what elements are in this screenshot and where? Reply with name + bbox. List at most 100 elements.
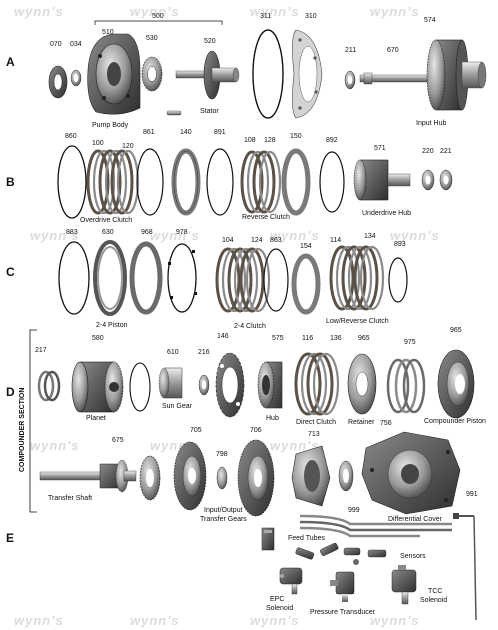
reaction-plate-140: [171, 148, 201, 216]
part-number-128: 128: [264, 137, 276, 144]
clutch-pack-2-4: [215, 247, 271, 313]
label-planet: Planet: [86, 415, 106, 422]
part-number-575: 575: [272, 335, 284, 342]
pump-gasket: [292, 29, 323, 119]
part-number-891: 891: [214, 129, 226, 136]
pump-bushing: [70, 69, 82, 87]
part-number-713: 713: [308, 431, 320, 438]
part-number-670: 670: [387, 47, 399, 54]
thrust-washer-216: [198, 374, 210, 396]
part-number-861: 861: [143, 129, 155, 136]
label-direct-clutch: Direct Clutch: [296, 419, 336, 426]
row-d-parts: 217 580 Planet 610 Sun Gear 216 146: [35, 327, 486, 523]
planet-carrier: [71, 361, 124, 413]
label-hub: Hub: [266, 415, 279, 422]
part-number-580: 580: [92, 335, 104, 342]
part-number-510: 510: [102, 29, 114, 36]
watermark-text: wynn's: [130, 4, 180, 19]
watermark-text: wynn's: [250, 613, 300, 628]
watermark-text: wynn's: [250, 4, 300, 19]
part-number-104: 104: [222, 237, 234, 244]
reverse-clutch-pack: [240, 150, 282, 214]
thrust-washers-217: [37, 370, 61, 402]
retainer: [347, 353, 377, 415]
part-number-108: 108: [244, 137, 256, 144]
part-number-863: 863: [270, 237, 282, 244]
snap-ring-893: [388, 257, 408, 303]
piston-2-4: [93, 240, 127, 316]
part-number-211: 211: [345, 47, 356, 54]
part-number-116: 116: [302, 335, 313, 342]
row-letter-b: B: [6, 175, 15, 189]
snap-ring-863: [263, 248, 289, 312]
reaction-plate-150: [281, 148, 311, 216]
transfer-shaft: [39, 459, 137, 493]
snap-ring-planet: [129, 362, 151, 412]
watermark-text: wynn's: [14, 613, 64, 628]
label-clutch-2-4: 2-4 Clutch: [234, 323, 266, 330]
bearing-cup: [139, 455, 161, 501]
part-number-070: 070: [50, 41, 62, 48]
planetary-ring: [215, 352, 245, 418]
part-number-574: 574: [424, 17, 436, 24]
snap-ring-891: [206, 148, 234, 216]
return-spring-968: [129, 241, 163, 315]
label-retainer: Retainer: [348, 419, 375, 426]
snap-ring-892: [319, 151, 345, 213]
label-compounder-piston: Compounder Piston: [424, 418, 486, 425]
label-feed-tubes: Feed Tubes: [288, 535, 325, 542]
snap-ring-978: [167, 243, 197, 313]
label-epc-line1: EPC: [270, 596, 284, 603]
part-number-216: 216: [198, 349, 210, 356]
part-number-220: 220: [422, 148, 434, 155]
row-letter-c: C: [6, 265, 15, 279]
label-tcc-line2: Solenoid: [420, 597, 447, 604]
watermark-text: wynn's: [270, 438, 320, 453]
watermark-text: wynn's: [130, 613, 180, 628]
watermark-text: wynn's: [30, 438, 80, 453]
row-letter-d: D: [6, 385, 15, 399]
underdrive-hub: [353, 159, 411, 201]
filter-stack: [261, 527, 275, 551]
part-number-311: 311: [260, 13, 271, 20]
part-number-756: 756: [380, 420, 392, 427]
label-transfer-shaft: Transfer Shaft: [48, 495, 92, 502]
part-number-114: 114: [330, 237, 341, 244]
part-number-999: 999: [348, 507, 360, 514]
part-number-705: 705: [190, 427, 202, 434]
label-reverse-clutch: Reverse Clutch: [242, 214, 290, 221]
sun-gear: [158, 367, 183, 399]
part-number-150: 150: [290, 133, 302, 140]
sensors: [295, 542, 387, 565]
input-hub: [426, 39, 487, 111]
watermark-text: wynn's: [370, 4, 420, 19]
front-seal: [48, 65, 68, 99]
watermark-text: wynn's: [30, 228, 80, 243]
part-number-530: 530: [146, 35, 158, 42]
feed-tubes: [299, 514, 452, 538]
pump-gear: [141, 56, 163, 92]
label-pressure-transducer: Pressure Transducer: [310, 609, 376, 616]
part-number-860: 860: [65, 133, 77, 140]
label-sensors: Sensors: [400, 553, 426, 560]
label-differential-cover: Differential Cover: [388, 516, 443, 523]
part-number-134: 134: [364, 233, 376, 240]
watermark-text: wynn's: [370, 613, 420, 628]
label-piston-2-4: 2-4 Piston: [96, 322, 128, 329]
differential-cover: [361, 431, 461, 515]
part-number-100: 100: [92, 140, 104, 147]
stator: [175, 50, 240, 100]
label-io-gears-line1: Input/Output: [204, 507, 243, 514]
label-input-hub: Input Hub: [416, 120, 446, 127]
watermark-text: wynn's: [14, 4, 64, 19]
part-number-310: 310: [305, 13, 317, 20]
row-letter-e: E: [6, 531, 14, 545]
pressure-transducer: [330, 571, 355, 602]
watermark-text: wynn's: [270, 228, 320, 243]
thrust-bearing-220: [421, 169, 435, 191]
part-number-571: 571: [374, 145, 386, 152]
watermark-text: wynn's: [390, 228, 440, 243]
seal-rings-975: [386, 358, 426, 414]
snap-ring-861: [136, 148, 164, 216]
